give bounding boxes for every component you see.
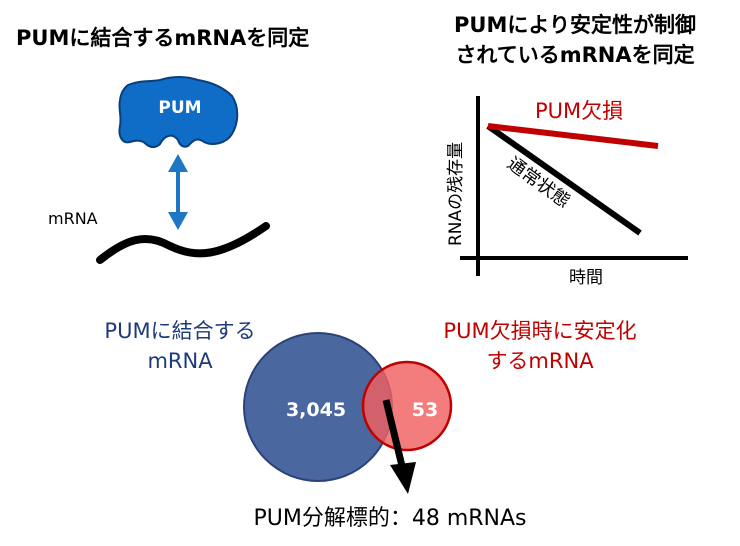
binding-arrow xyxy=(168,154,188,230)
overlap-arrow xyxy=(382,399,416,494)
venn-left-label: PUMに結合する mRNA xyxy=(70,316,290,376)
graph-y-label: RNAの残存量 xyxy=(446,142,466,246)
pum-protein-label: PUM xyxy=(158,98,201,118)
graph-x-label: 時間 xyxy=(569,268,603,288)
venn-right-label-line1: PUM欠損時に安定化 xyxy=(443,319,637,343)
left-title: PUMに結合するmRNAを同定 xyxy=(16,26,310,50)
mutant-decay-line xyxy=(487,123,659,149)
right-title-line2: されているmRNAを同定 xyxy=(455,43,695,67)
degradation-target-label: PUM分解標的：48 mRNAs xyxy=(253,506,527,531)
mutant-line-label: PUM欠損 xyxy=(535,99,623,123)
pum-protein-shape xyxy=(118,76,239,148)
decay-graph: PUM欠損 通常状態 RNAの残存量 時間 xyxy=(446,96,688,288)
normal-decay-line xyxy=(486,123,642,236)
venn-left-label-line2: mRNA xyxy=(147,349,213,373)
mrna-label: mRNA xyxy=(48,209,98,228)
venn-right-label: PUM欠損時に安定化 するmRNA xyxy=(400,316,680,376)
right-title-line1: PUMにより安定性が制御 xyxy=(454,13,696,37)
right-title: PUMにより安定性が制御 されているmRNAを同定 xyxy=(420,10,730,70)
venn-left-label-line1: PUMに結合する xyxy=(104,319,256,343)
venn-right-label-line2: するmRNA xyxy=(486,349,594,373)
mrna-strand xyxy=(96,222,270,264)
venn-right-circle xyxy=(361,360,453,452)
venn-right-count: 53 xyxy=(412,399,438,421)
venn-left-count: 3,045 xyxy=(286,399,346,421)
